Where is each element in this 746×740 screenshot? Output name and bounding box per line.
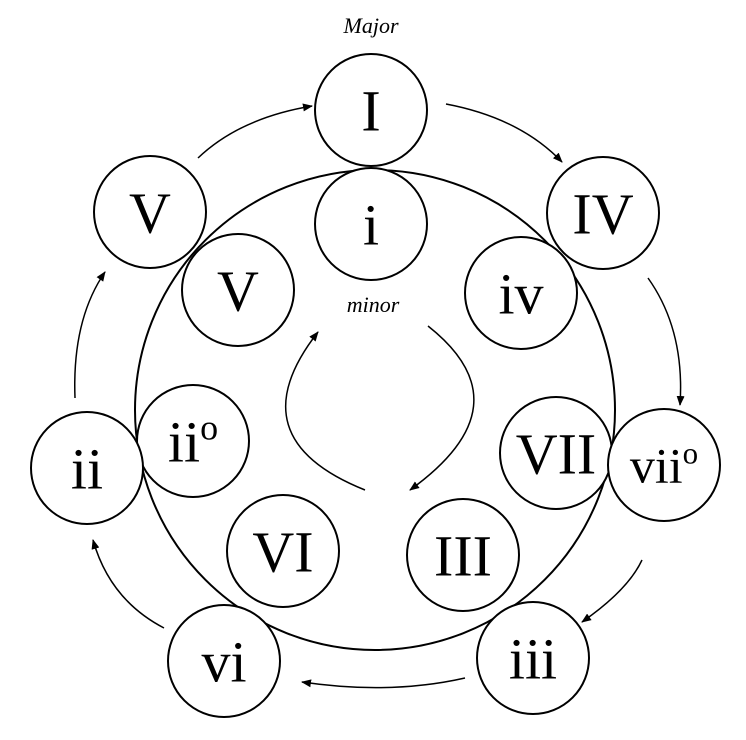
chord-circle bbox=[30, 411, 144, 525]
arrow-ii-to-v bbox=[74, 271, 106, 399]
chord-label: viio bbox=[630, 436, 698, 494]
chord-circle bbox=[476, 601, 590, 715]
chord-circle bbox=[464, 236, 578, 350]
minor-arrow-left bbox=[284, 331, 366, 491]
chord-label: i bbox=[363, 192, 379, 257]
chord-circle bbox=[546, 156, 660, 270]
arrow-iv-to-vii bbox=[647, 277, 685, 406]
arrow-iii-to-vi bbox=[301, 677, 466, 689]
minor-chord-iv: iv bbox=[464, 236, 578, 350]
chord-label: iio bbox=[168, 407, 218, 474]
arrow-vi-to-ii bbox=[91, 539, 165, 629]
major-label: Major bbox=[343, 13, 399, 38]
arrow-vii-to-iii bbox=[581, 559, 643, 623]
chord-circle bbox=[406, 498, 520, 612]
chord-circle bbox=[181, 233, 295, 347]
arrow-v-to-i bbox=[197, 103, 313, 159]
minor-label: minor bbox=[347, 292, 400, 317]
major-chord-ii: ii bbox=[30, 411, 144, 525]
chord-label: vi bbox=[201, 629, 246, 694]
chord-circle bbox=[93, 155, 207, 269]
chord-label: V bbox=[217, 258, 259, 323]
major-chord-vii: viio bbox=[607, 408, 721, 522]
major-chord-iv: IV bbox=[546, 156, 660, 270]
major-progression-arrows bbox=[74, 103, 685, 689]
chord-label: ii bbox=[71, 436, 103, 501]
major-chord-iii: iii bbox=[476, 601, 590, 715]
minor-chord-iii: III bbox=[406, 498, 520, 612]
chord-label: VII bbox=[516, 421, 597, 486]
minor-chord-i: i bbox=[314, 167, 428, 281]
minor-chord-vm: V bbox=[181, 233, 295, 347]
chord-label: VI bbox=[252, 519, 313, 584]
chord-label: iii bbox=[509, 626, 557, 691]
chord-circle bbox=[607, 408, 721, 522]
chord-circle bbox=[226, 494, 340, 608]
minor-chord-iio: iio bbox=[136, 384, 250, 498]
chord-label: I bbox=[361, 78, 380, 143]
major-chord-v: V bbox=[93, 155, 207, 269]
major-chord-vi: vi bbox=[167, 604, 281, 718]
chord-label: IV bbox=[572, 181, 633, 246]
chord-label: III bbox=[434, 523, 492, 588]
chord-circle bbox=[314, 167, 428, 281]
chord-label: V bbox=[129, 180, 171, 245]
minor-chord-vii: VII bbox=[499, 396, 613, 510]
chord-circle bbox=[167, 604, 281, 718]
minor-chord-vi: VI bbox=[226, 494, 340, 608]
chord-circle bbox=[314, 53, 428, 167]
major-chord-i: I bbox=[314, 53, 428, 167]
chord-label: iv bbox=[498, 261, 543, 326]
arrow-i-to-iv bbox=[445, 103, 563, 163]
minor-arrow-right bbox=[409, 325, 475, 491]
